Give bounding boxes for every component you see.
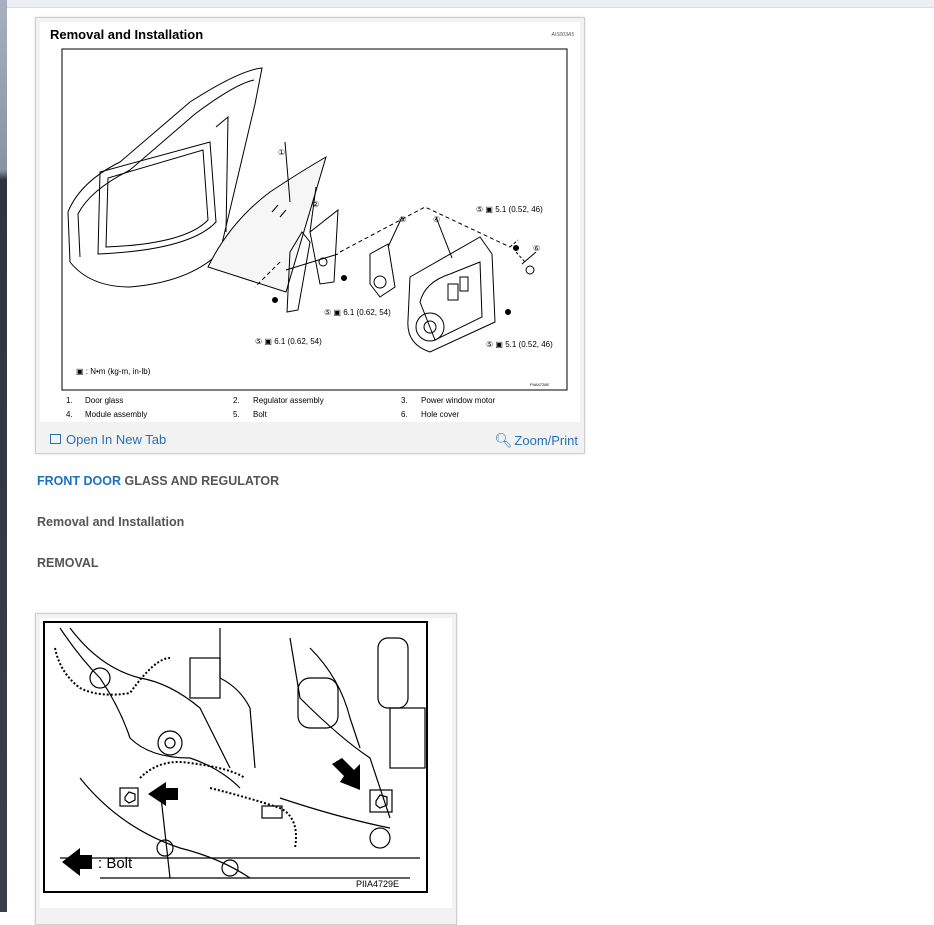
bolt-legend-label: : Bolt bbox=[98, 855, 133, 872]
torque-label-middle: ⑤ ▣ 6.1 (0.62, 54) bbox=[324, 308, 391, 317]
part-4-name: Module assembly bbox=[85, 410, 147, 419]
figure-title: Removal and Installation bbox=[50, 27, 204, 42]
open-in-new-tab-button[interactable]: Open In New Tab bbox=[50, 432, 166, 447]
figure-footer: Open In New Tab 🔍︎Zoom/Print bbox=[36, 425, 584, 453]
bolt-legend-arrow bbox=[62, 848, 92, 876]
torque-label-left: ⑤ ▣ 6.1 (0.62, 54) bbox=[255, 337, 322, 346]
figure2-image-id: PIIA4729E bbox=[356, 879, 399, 889]
section-subtitle: Removal and Installation bbox=[37, 515, 185, 529]
callout-4: ④ bbox=[433, 215, 440, 224]
zoom-print-button[interactable]: 🔍︎Zoom/Print bbox=[495, 432, 578, 449]
top-bar bbox=[7, 0, 934, 8]
part-3-num: 3. bbox=[401, 396, 408, 405]
callout-6: ⑥ bbox=[533, 244, 540, 253]
part-5-num: 5. bbox=[233, 410, 240, 419]
open-new-tab-icon bbox=[50, 434, 61, 444]
zoom-icon: 🔍︎ bbox=[494, 432, 513, 448]
window-left-edge bbox=[0, 0, 7, 912]
part-6-num: 6. bbox=[401, 410, 408, 419]
zoom-print-label: Zoom/Print bbox=[514, 433, 578, 448]
part-1-name: Door glass bbox=[85, 396, 123, 405]
step-heading: REMOVAL bbox=[37, 556, 99, 570]
front-door-link[interactable]: FRONT DOOR bbox=[37, 474, 122, 488]
right-arrow-marker bbox=[332, 758, 360, 790]
figure-removal-installation: Removal and Installation AIS003A5 bbox=[35, 17, 585, 454]
callout-1: ① bbox=[278, 148, 285, 157]
part-4-num: 4. bbox=[66, 410, 73, 419]
part-6-name: Hole cover bbox=[421, 410, 460, 419]
door-exploded-diagram: ① ② ③ ④ ⑥ ⑤ ▣ 5.1 (0.52, 46) ⑤ ▣ 6.1 (0.… bbox=[61, 48, 568, 419]
left-arrow-marker bbox=[148, 782, 178, 806]
part-2-name: Regulator assembly bbox=[253, 396, 324, 405]
figure-removal-bolts: : Bolt PIIA4729E bbox=[35, 613, 457, 925]
module-bolt-diagram: : Bolt PIIA4729E bbox=[43, 621, 428, 893]
torque-label-top: ⑤ ▣ 5.1 (0.52, 46) bbox=[476, 205, 543, 214]
figure2-image: : Bolt PIIA4729E bbox=[40, 618, 452, 908]
part-2-num: 2. bbox=[233, 396, 240, 405]
section-heading-rest: GLASS AND REGULATOR bbox=[124, 474, 280, 488]
part-3-name: Power window motor bbox=[421, 396, 496, 405]
torque-label-bottom: ⑤ ▣ 5.1 (0.52, 46) bbox=[486, 340, 553, 349]
callout-2: ② bbox=[312, 200, 319, 209]
callout-3: ③ bbox=[399, 215, 406, 224]
section-heading: FRONT DOOR GLASS AND REGULATOR bbox=[37, 474, 279, 488]
part-5-name: Bolt bbox=[253, 410, 268, 419]
part-1-num: 1. bbox=[66, 396, 73, 405]
torque-legend: ▣ : N•m (kg-m, in-lb) bbox=[76, 367, 151, 376]
figure-image: Removal and Installation AIS003A5 bbox=[40, 22, 580, 422]
open-in-new-tab-label: Open In New Tab bbox=[66, 432, 167, 447]
figure-code: AIS003A5 bbox=[551, 32, 574, 38]
figure1-image-id: PIIA4728E bbox=[530, 382, 549, 387]
